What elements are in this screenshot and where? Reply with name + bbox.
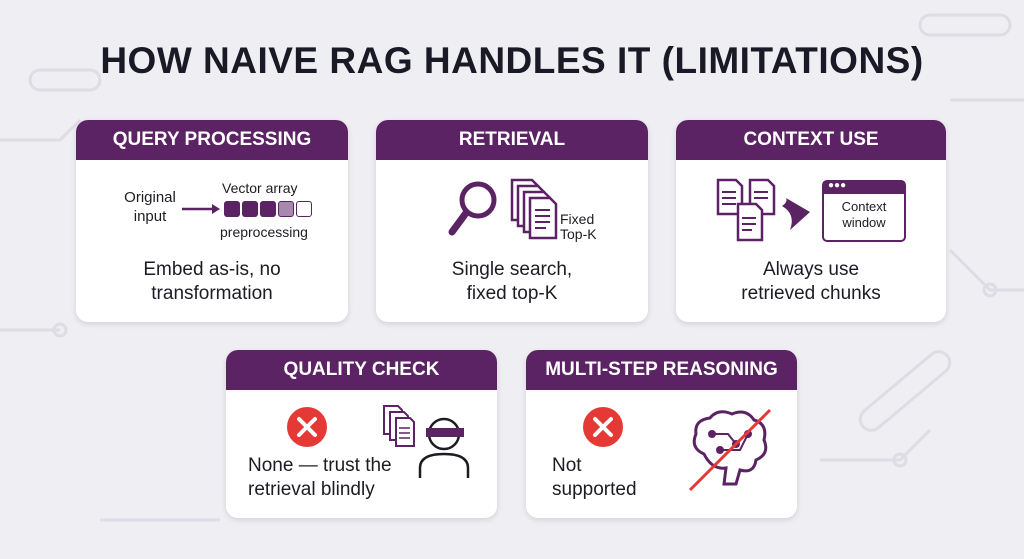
card-multi-step-reasoning: MULTI-STEP REASONING Not supported <box>526 350 797 518</box>
original-input-label: Original input <box>124 189 176 225</box>
card-header: MULTI-STEP REASONING <box>526 350 797 390</box>
card-caption-line1: None — trust the <box>248 455 392 476</box>
card-caption-line1: Embed as-is, no <box>143 259 281 280</box>
page-title: HOW NAIVE RAG HANDLES IT (LIMITATIONS) <box>100 40 924 81</box>
topk-label: Top-K <box>560 226 597 242</box>
window-label: window <box>842 215 886 230</box>
card-header: QUERY PROCESSING <box>76 120 348 160</box>
blindfolded-person-icon <box>383 405 470 478</box>
card-caption-line2: supported <box>552 479 637 500</box>
fixed-label: Fixed <box>560 211 595 227</box>
vector-array-label: Vector array <box>222 180 298 196</box>
context-label: Context <box>841 199 887 214</box>
card-caption-line2: transformation <box>151 283 273 304</box>
error-x-icon <box>583 407 623 447</box>
vector-array-icon <box>224 201 312 217</box>
preprocessing-label: preprocessing <box>220 224 308 240</box>
documents-stack-icon <box>510 178 558 240</box>
card-caption-line1: Always use <box>762 259 860 280</box>
brain-crossed-icon <box>688 408 772 492</box>
card-quality-check: QUALITY CHECK None — trust the retrieval … <box>226 350 497 518</box>
arrow-right-icon <box>182 204 220 214</box>
card-query-processing: QUERY PROCESSING Original input Vector a… <box>76 120 348 322</box>
card-header: RETRIEVAL <box>376 120 648 160</box>
card-caption-line2: retrieval blindly <box>248 479 375 500</box>
error-x-icon <box>287 407 327 447</box>
card-caption-line1: Not <box>552 455 582 476</box>
card-caption-line1: Single search, <box>451 259 573 280</box>
card-caption-line2: fixed top-K <box>466 283 558 304</box>
card-header: QUALITY CHECK <box>226 350 497 390</box>
documents-to-context-icon <box>716 178 810 242</box>
card-retrieval: RETRIEVAL Fixed Top-K Single search, fix… <box>376 120 648 322</box>
magnifier-icon <box>448 181 497 236</box>
card-caption-line2: retrieved chunks <box>741 283 881 304</box>
card-header: CONTEXT USE <box>676 120 946 160</box>
